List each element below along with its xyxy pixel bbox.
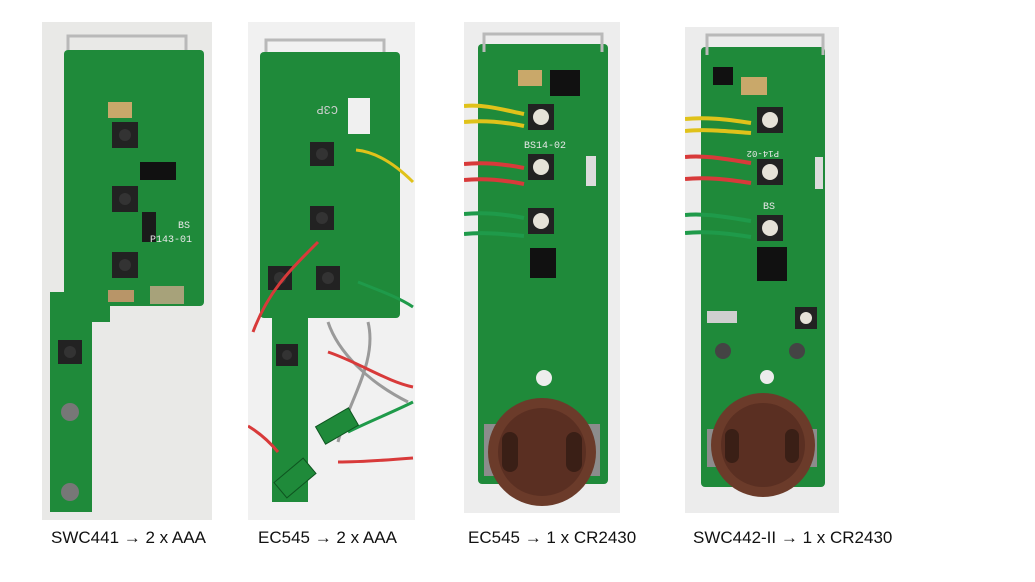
board-label-c3p: C3P	[316, 102, 338, 116]
board-label-p14: P14-02	[747, 148, 779, 158]
board-label-p143: P143-01	[150, 235, 192, 246]
pcb-swc442-image: P14-02 BS	[685, 27, 839, 513]
caption-swc441: SWC441 → 2 x AAA	[51, 528, 206, 547]
photo-ec545-cr2430: BS14-02	[464, 22, 620, 513]
pcb-ec545-cr2430-image: BS14-02	[464, 22, 620, 513]
board-label-bs: BS	[178, 221, 190, 232]
photo-swc442: P14-02 BS	[685, 27, 839, 513]
photo-ec545-aaa: C3P	[248, 22, 415, 520]
pcb-swc441-image: BS P143-01	[42, 22, 212, 520]
board-label-bs-2: BS	[763, 202, 775, 213]
board-label-bs14: BS14-02	[524, 141, 566, 152]
pcb-ec545-aaa-image: C3P	[248, 22, 415, 520]
caption-swc442: SWC442-II → 1 x CR2430	[693, 528, 893, 547]
photo-swc441: BS P143-01	[42, 22, 212, 520]
caption-ec545-cr2430: EC545 → 1 x CR2430	[468, 528, 637, 547]
caption-ec545-aaa: EC545 → 2 x AAA	[258, 528, 397, 547]
